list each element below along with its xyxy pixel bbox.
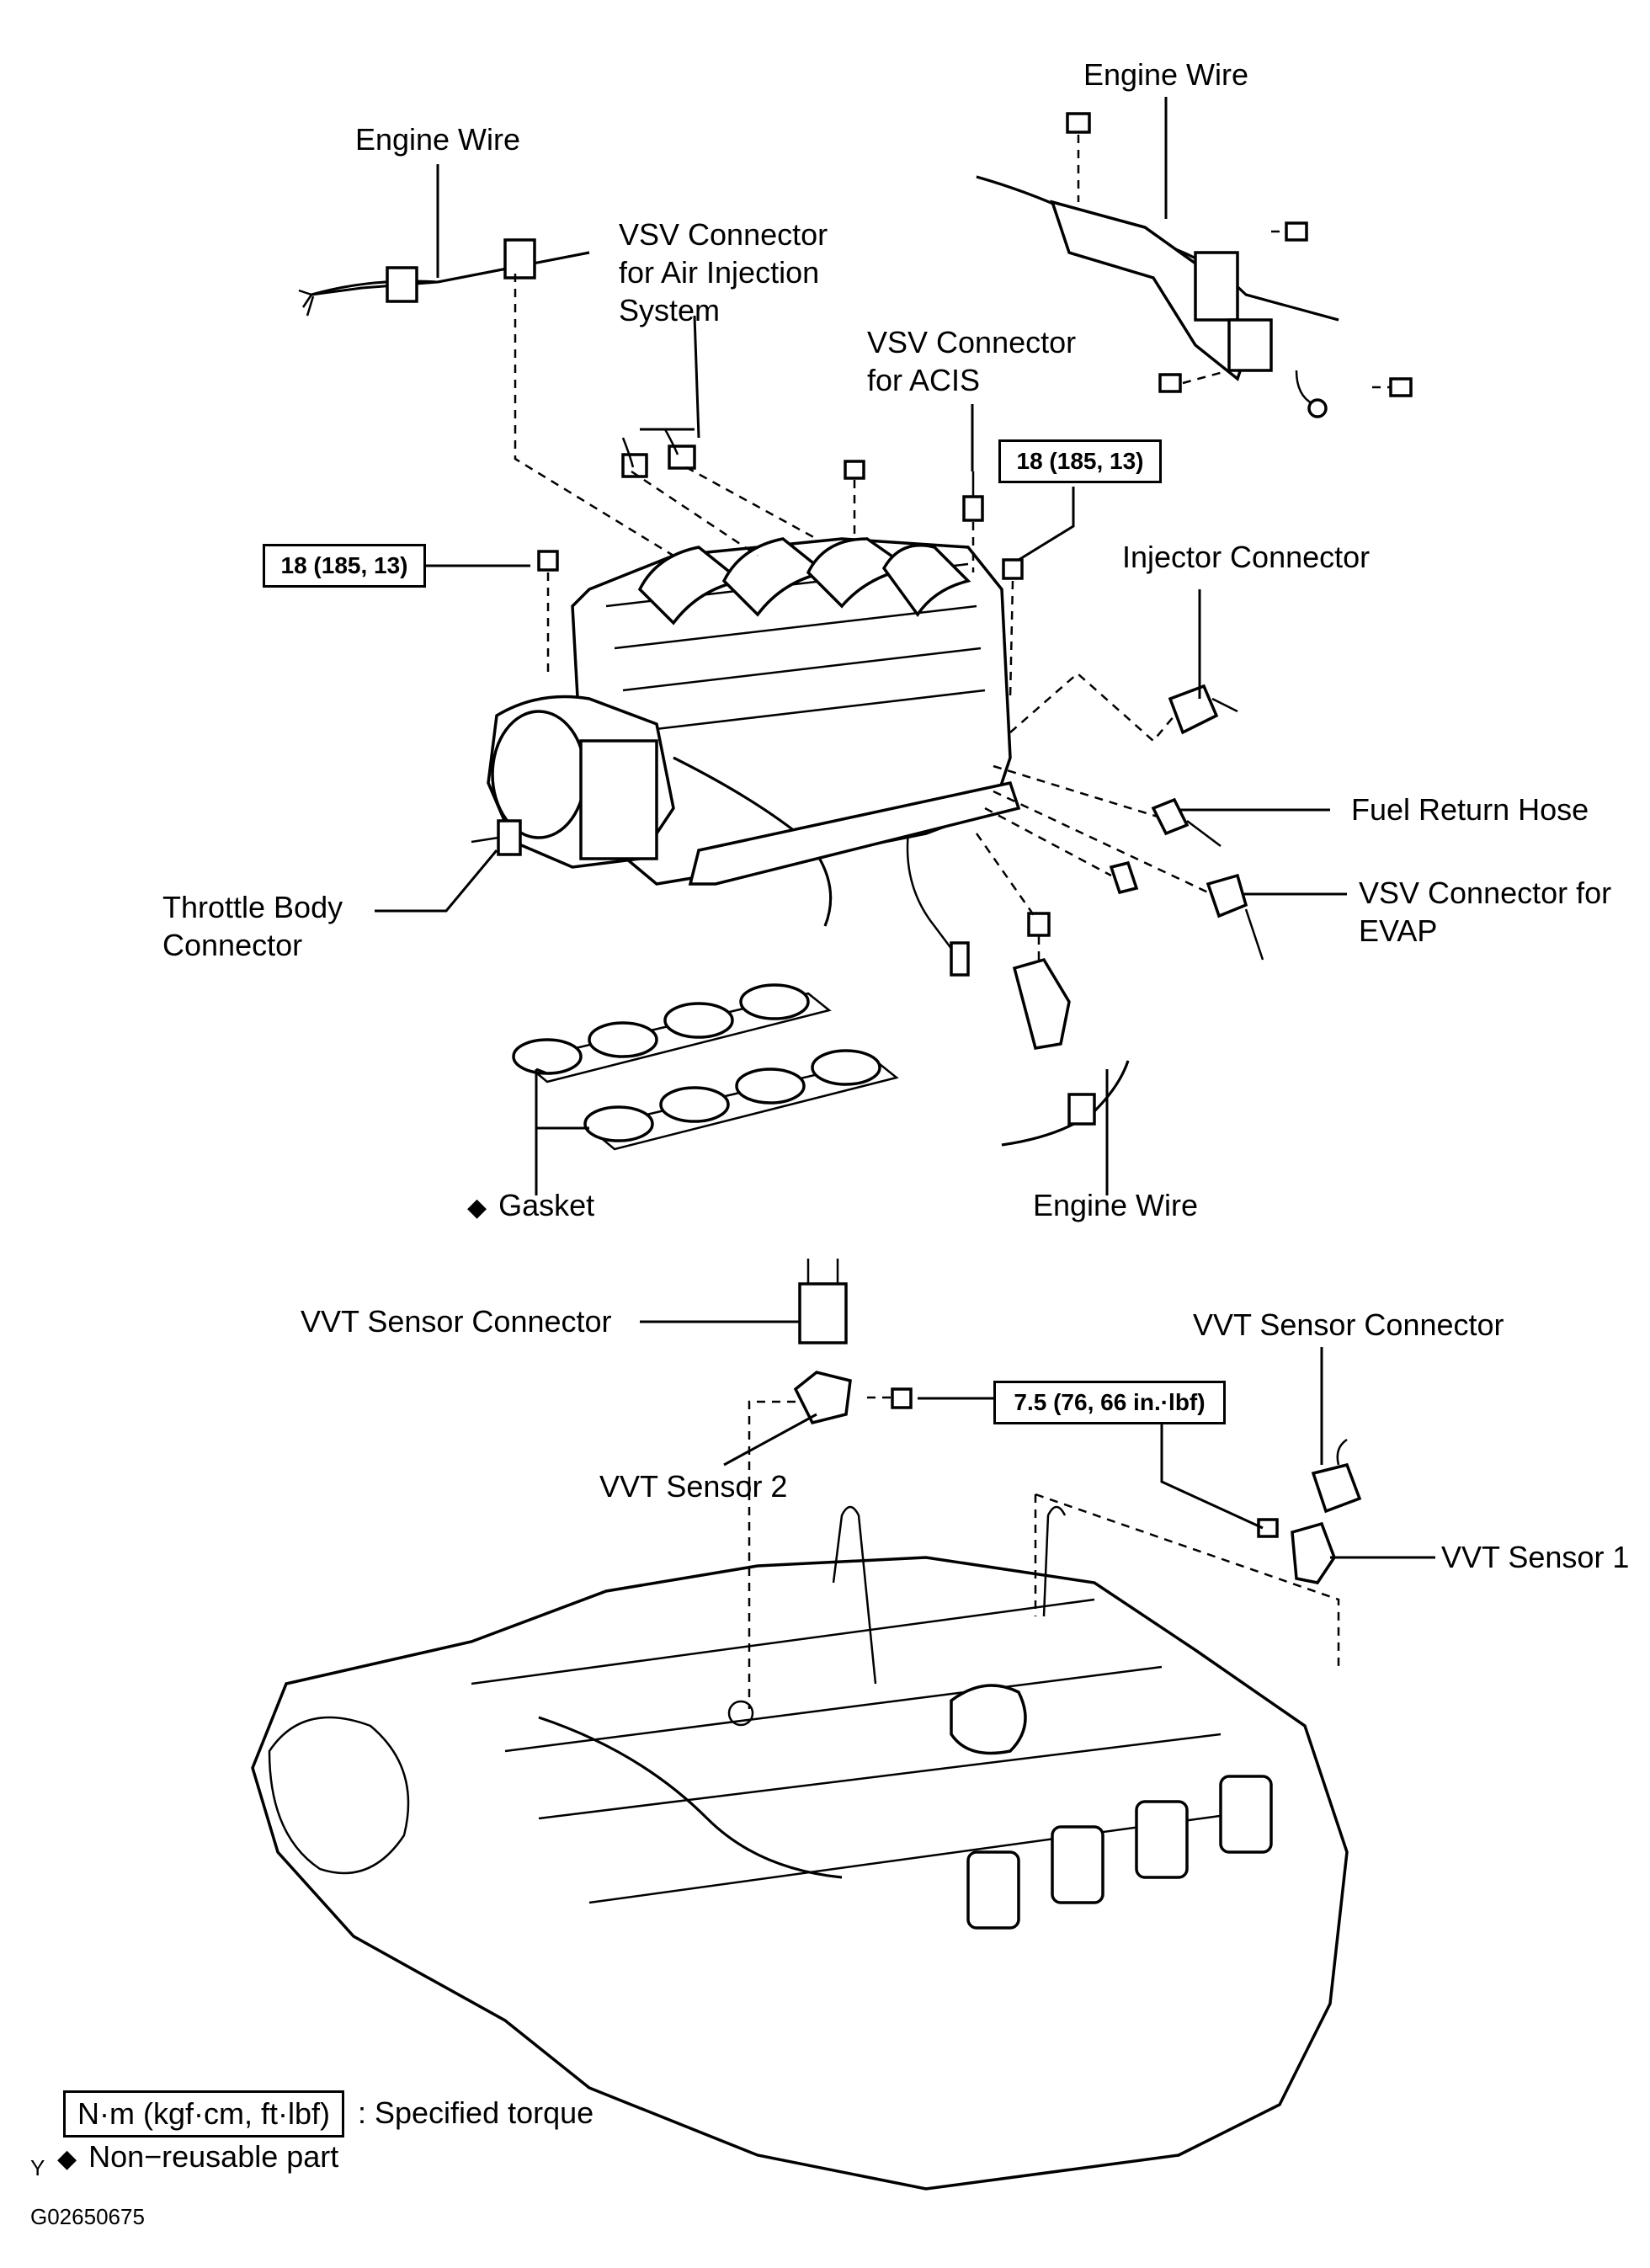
- non-reusable-diamond-icon: ◆: [467, 1194, 487, 1222]
- label-gasket: ◆ Gasket: [467, 1187, 594, 1227]
- vvt-sensor-connector-right-part: [1311, 1438, 1362, 1514]
- footer-figure-code: G02650675: [30, 2204, 145, 2229]
- torque-box-left: 18 (185, 13): [263, 544, 426, 588]
- intake-manifold: [487, 537, 1021, 977]
- label-gasket-text: Gasket: [498, 1188, 595, 1222]
- legend-nonreusable-text: Non−reusable part: [88, 2139, 339, 2174]
- label-vsv-connector-air-injection: VSV Connector for Air Injection System: [619, 217, 828, 327]
- label-vvt-sensor-1: VVT Sensor 1: [1441, 1540, 1630, 1574]
- leader-lines: [375, 97, 1435, 1559]
- engine-block: [251, 1505, 1349, 2191]
- label-engine-wire-bottom: Engine Wire: [1032, 1188, 1199, 1222]
- nut-top: [537, 460, 1024, 580]
- vvt-sensor-2-part: [793, 1371, 913, 1425]
- dashed-guide-lines: [514, 274, 1340, 1709]
- bracket-and-engine-wire-bottom: [1001, 912, 1130, 1147]
- gasket-part: [512, 983, 899, 1151]
- torque-box-vvt: 7.5 (76, 66 in.·lbf): [993, 1381, 1226, 1424]
- engine-wire-bracket-top-right: [976, 175, 1339, 418]
- vvt-sensor-connector-left-part: [798, 1259, 848, 1344]
- non-reusable-legend-diamond-icon: ◆: [57, 2145, 77, 2173]
- label-vsv-connector-acis: VSV Connector for ACIS: [867, 325, 1077, 397]
- fuel-return-hose-part: [1151, 797, 1222, 848]
- label-throttle-body-connector: Throttle Body Connector: [162, 890, 343, 962]
- vvt-sensor-1-part: [1257, 1518, 1336, 1584]
- label-vvt-sensor-2: VVT Sensor 2: [599, 1469, 788, 1504]
- vsv-connector-acis-part: [962, 471, 984, 522]
- torque-box-right: 18 (185, 13): [998, 439, 1162, 483]
- label-vvt-sensor-connector-right: VVT Sensor Connector: [1193, 1307, 1504, 1342]
- label-engine-wire-top-right: Engine Wire: [1083, 57, 1249, 92]
- legend-unit-box: N·m (kgf·cm, ft·lbf): [63, 2090, 344, 2138]
- label-vsv-connector-evap: VSV Connector for EVAP: [1359, 876, 1612, 948]
- label-vvt-sensor-connector-left: VVT Sensor Connector: [301, 1304, 612, 1339]
- legend-nonreusable: ◆ Non−reusable part: [57, 2138, 338, 2178]
- vsv-connector-air-injection-parts: [621, 429, 696, 478]
- injector-connector-part: [1168, 684, 1238, 735]
- engine-wire-harness-top-left: [298, 238, 590, 317]
- throttle-body-connector-part: [471, 819, 522, 856]
- footer-letter: Y: [30, 2155, 45, 2180]
- vsv-connector-evap-part: [1109, 860, 1264, 961]
- legend-unit-description: : Specified torque: [358, 2095, 594, 2130]
- label-injector-connector: Injector Connector: [1122, 540, 1371, 574]
- label-engine-wire-top-left: Engine Wire: [354, 122, 521, 157]
- label-fuel-return-hose: Fuel Return Hose: [1351, 792, 1589, 827]
- bolt-top-right: [1066, 112, 1413, 397]
